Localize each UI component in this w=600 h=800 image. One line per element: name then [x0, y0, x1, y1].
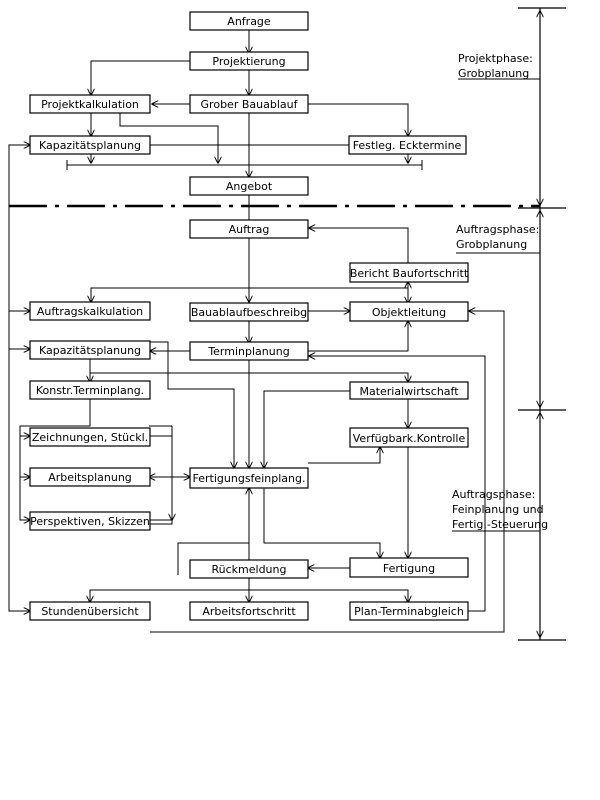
node-plan-terminabgleich: Plan-Terminabgleich	[349, 601, 469, 621]
phase-label-auftrag-fein-line2: Feinplanung und	[452, 503, 544, 516]
svg-text:Arbeitsplanung: Arbeitsplanung	[48, 471, 132, 484]
node-projektkalkulation: Projektkalkulation	[29, 94, 151, 114]
node-auftrag: Auftrag	[189, 219, 309, 239]
node-terminplanung: Terminplanung	[189, 341, 309, 361]
svg-text:Bericht Baufortschritt: Bericht Baufortschritt	[350, 267, 469, 280]
phase-label-auftrag-fein-line1: Auftragsphase:	[452, 488, 535, 501]
svg-text:Kapazitätsplanung: Kapazitätsplanung	[39, 344, 141, 357]
node-grober-bauablauf: Grober Bauablauf	[189, 94, 309, 114]
svg-text:Materialwirtschaft: Materialwirtschaft	[359, 385, 459, 398]
svg-text:Grober Bauablauf: Grober Bauablauf	[201, 98, 299, 111]
node-konstr-terminplang: Konstr.Terminplang.	[29, 380, 151, 400]
svg-text:Auftrag: Auftrag	[229, 223, 270, 236]
node-bauablaufbeschreibg: Bauablaufbeschreibg	[189, 302, 309, 322]
svg-text:Auftragskalkulation: Auftragskalkulation	[37, 305, 143, 318]
node-perspektiven: Perspektiven, Skizzen	[29, 511, 151, 531]
node-rueckmeldung: Rückmeldung	[189, 559, 309, 579]
phase-label-auftrag-grob-line1: Auftragsphase:	[456, 223, 539, 236]
svg-text:Projektkalkulation: Projektkalkulation	[41, 98, 139, 111]
svg-text:Kapazitätsplanung: Kapazitätsplanung	[39, 139, 141, 152]
node-materialwirtschaft: Materialwirtschaft	[349, 381, 469, 400]
node-kapazitaetsplanung-2: Kapazitätsplanung	[29, 340, 151, 360]
node-bericht-baufortschritt: Bericht Baufortschritt	[349, 262, 469, 283]
node-auftragskalkulation: Auftragskalkulation	[29, 301, 151, 321]
phase-markers: Projektphase: Grobplanung Auftragsphase:…	[9, 7, 566, 641]
svg-text:Anfrage: Anfrage	[227, 15, 271, 28]
node-anfrage: Anfrage	[189, 11, 309, 31]
node-projektierung: Projektierung	[189, 51, 309, 71]
svg-text:Projektierung: Projektierung	[212, 55, 285, 68]
node-fertigung: Fertigung	[349, 557, 469, 578]
svg-text:Angebot: Angebot	[226, 180, 273, 193]
node-objektleitung: Objektleitung	[349, 301, 469, 322]
svg-text:Arbeitsfortschritt: Arbeitsfortschritt	[202, 605, 296, 618]
svg-text:Fertigung: Fertigung	[383, 562, 435, 575]
node-zeichnungen: Zeichnungen, Stückl.	[29, 427, 151, 447]
svg-text:Zeichnungen, Stückl.: Zeichnungen, Stückl.	[32, 431, 148, 444]
edges	[8, 30, 505, 633]
node-angebot: Angebot	[189, 176, 309, 196]
node-arbeitsfortschritt: Arbeitsfortschritt	[189, 601, 309, 621]
svg-text:Fertigungsfeinplang.: Fertigungsfeinplang.	[193, 472, 306, 485]
phase-label-auftrag-grob-line2: Grobplanung	[456, 238, 527, 251]
svg-text:Rückmeldung: Rückmeldung	[212, 563, 287, 576]
svg-text:Verfügbark.Kontrolle: Verfügbark.Kontrolle	[353, 432, 466, 445]
node-arbeitsplanung: Arbeitsplanung	[29, 467, 151, 487]
node-fertigungsfeinplang: Fertigungsfeinplang.	[189, 467, 309, 489]
svg-text:Objektleitung: Objektleitung	[372, 306, 446, 319]
svg-text:Perspektiven, Skizzen: Perspektiven, Skizzen	[30, 515, 150, 528]
phase-label-auftrag-fein-line3: Fertig.-Steuerung	[452, 518, 548, 531]
node-festleg-ecktermine: Festleg. Ecktermine	[348, 135, 467, 155]
phase-label-projektphase-line1: Projektphase:	[458, 52, 533, 65]
node-kapazitaetsplanung-1: Kapazitätsplanung	[29, 135, 151, 155]
svg-text:Terminplanung: Terminplanung	[207, 345, 289, 358]
svg-text:Bauablaufbeschreibg: Bauablaufbeschreibg	[191, 306, 307, 319]
node-stundenuebersicht: Stundenübersicht	[29, 601, 151, 621]
svg-text:Konstr.Terminplang.: Konstr.Terminplang.	[36, 384, 144, 397]
svg-text:Plan-Terminabgleich: Plan-Terminabgleich	[354, 605, 464, 618]
node-verfuegbark-kontrolle: Verfügbark.Kontrolle	[349, 427, 469, 448]
phase-label-projektphase-line2: Grobplanung	[458, 67, 529, 80]
svg-text:Festleg. Ecktermine: Festleg. Ecktermine	[353, 139, 462, 152]
svg-text:Stundenübersicht: Stundenübersicht	[41, 605, 139, 618]
